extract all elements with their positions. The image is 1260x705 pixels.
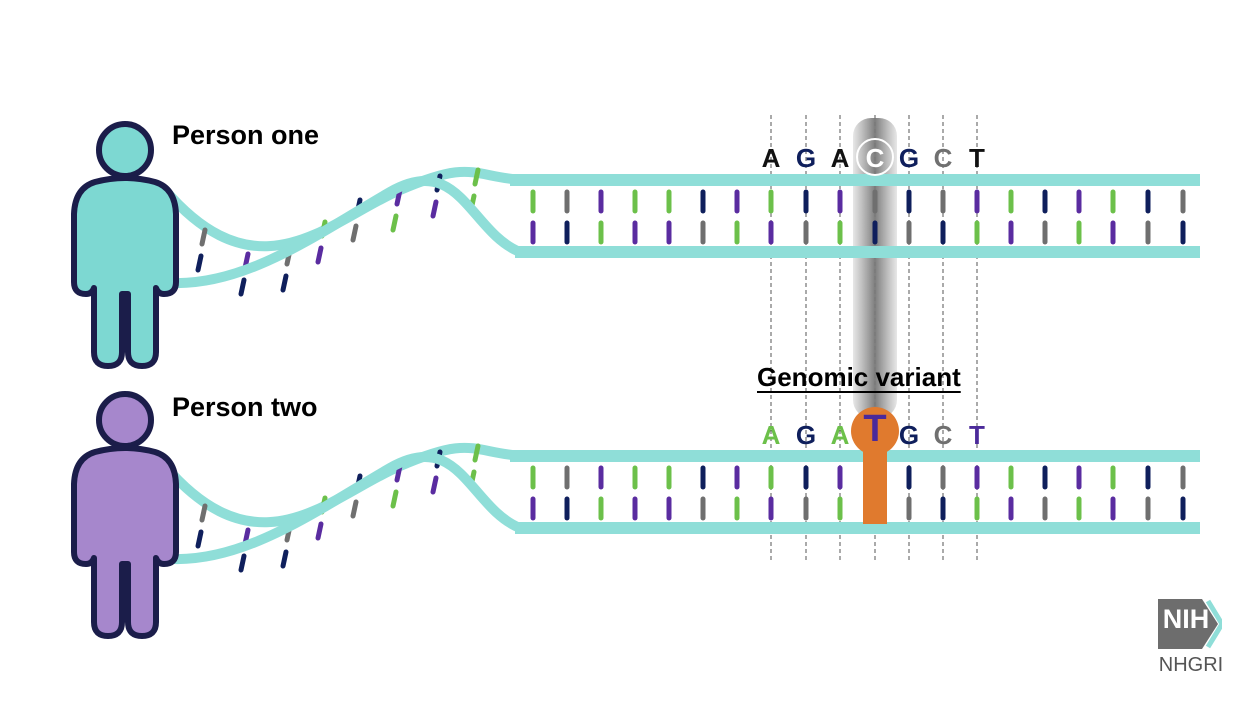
comparison-highlight (853, 118, 897, 418)
genomic-variant-label: Genomic variant (757, 362, 961, 392)
person-two-icon-body (71, 445, 179, 639)
variant-base-pair-highlight (863, 450, 887, 524)
helix-person-two-twist-rung-b (350, 499, 359, 519)
nih-logo-text: NIH (1162, 604, 1210, 634)
helix-person-two-twist-rung-a (472, 443, 481, 463)
reference-circle (856, 138, 894, 176)
helix-person-one-twist-rung-b (280, 273, 289, 293)
helix-person-two-twist-rung-b (280, 549, 289, 569)
sequence-base: G (795, 143, 817, 173)
helix-person-one-twist-rung-a (199, 227, 208, 247)
sequence-base: A (830, 420, 850, 450)
person-one-icon-body (71, 175, 179, 369)
sequence-base: A (761, 420, 781, 450)
helix-person-two-twist-rung-b (315, 521, 324, 541)
helix-person-two-twist-rung-b (430, 475, 439, 495)
helix-person-one-twist-rung-a (472, 167, 481, 187)
helix-person-two (155, 442, 1200, 573)
nih-logo-badge-icon (1158, 599, 1222, 649)
sequence-base: G (795, 420, 817, 450)
variant-circle (851, 407, 899, 455)
helix-person-one-twist-rung-b (238, 277, 247, 297)
helix-person-two-strand-front (155, 451, 525, 565)
helix-person-one-strand-front (155, 175, 525, 289)
sequence-base: T (969, 420, 985, 450)
helix-person-one-twist-rung-b (350, 223, 359, 243)
helix-person-one-twist-rung-b (195, 253, 204, 273)
helix-person-one-twist-rung-b (390, 213, 399, 233)
person-two-icon (71, 391, 179, 639)
helix-person-two-twist-rung-b (390, 489, 399, 509)
sequence-base: C (933, 143, 953, 173)
person-one-icon-head (96, 121, 154, 179)
person-two-icon-head (96, 391, 154, 449)
helix-person-two-twist-rung-b (195, 529, 204, 549)
sequence-base: G (898, 143, 920, 173)
helix-person-two-twist-rung-b (238, 553, 247, 573)
sequence-base: A (830, 143, 850, 173)
sequence-base: C (933, 420, 953, 450)
nhgri-logo-text: NHGRI (1158, 654, 1224, 676)
sequence-base: A (761, 143, 781, 173)
sequence-base: T (969, 143, 985, 173)
person-two-label: Person two (172, 392, 318, 422)
sequence-base: G (898, 420, 920, 450)
helix-person-one-twist-rung-b (315, 245, 324, 265)
helix-person-two-twist-rung-a (199, 503, 208, 523)
sequence-base: C (865, 143, 885, 173)
person-one-label: Person one (172, 120, 320, 150)
helix-person-one (155, 166, 1200, 297)
person-one-icon (71, 121, 179, 369)
sequence-base: T (863, 408, 887, 450)
helix-person-one-twist-rung-b (430, 199, 439, 219)
